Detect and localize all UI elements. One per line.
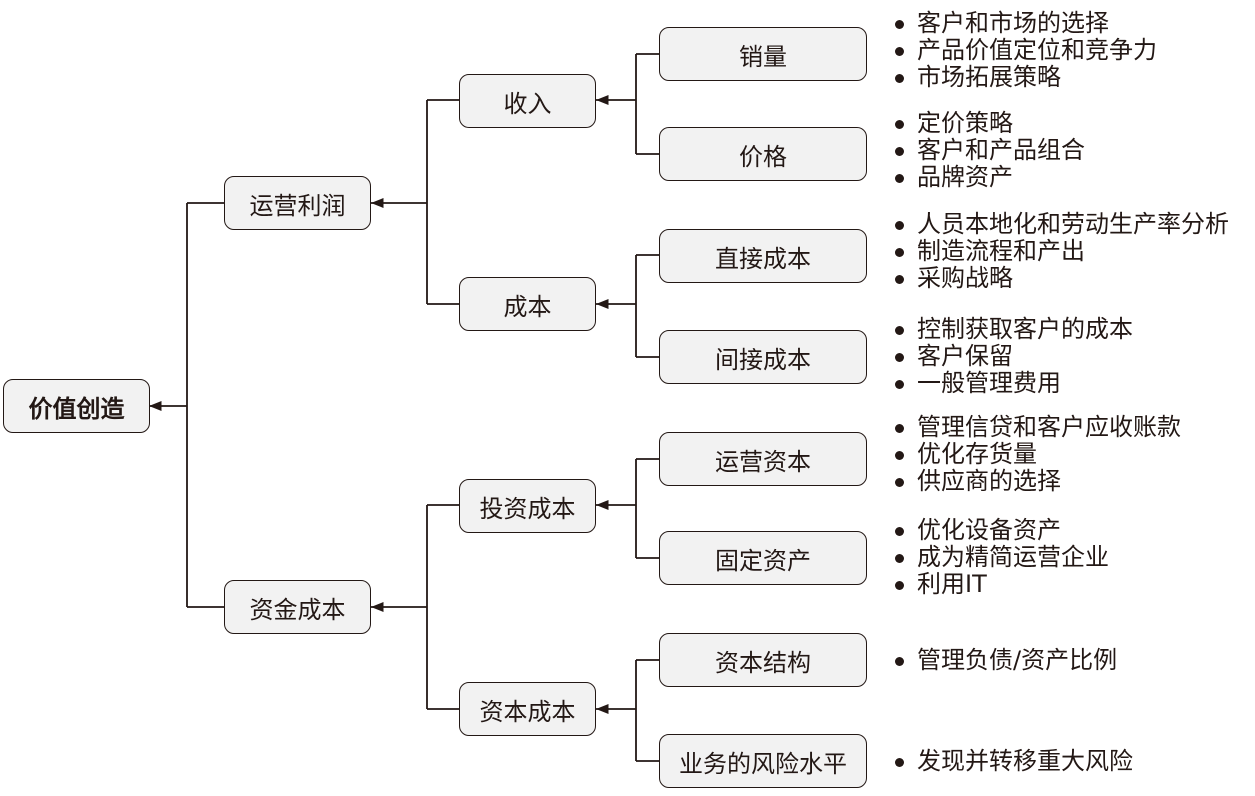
node-operating-profit: 运营利润 xyxy=(224,176,371,230)
bullet-item: 利用IT xyxy=(892,571,1109,598)
node-capital-cost: 资金成本 xyxy=(224,580,371,634)
node-fixed-assets: 固定资产 xyxy=(659,531,867,585)
connector-investment-cost xyxy=(635,458,659,559)
bullet-item: 客户保留 xyxy=(892,343,1133,370)
bullets-working-capital: 管理信贷和客户应收账款 优化存货量 供应商的选择 xyxy=(892,414,1181,495)
node-cost: 成本 xyxy=(459,277,596,331)
bullet-item: 管理负债/资产比例 xyxy=(892,647,1117,674)
connector-revenue xyxy=(635,53,659,155)
node-capital-cost2: 资本成本 xyxy=(459,682,596,736)
node-price: 价格 xyxy=(659,127,867,181)
bullets-sales-volume: 客户和市场的选择 产品价值定位和竞争力 市场拓展策略 xyxy=(892,10,1157,91)
bullet-item: 发现并转移重大风险 xyxy=(892,748,1133,775)
bullet-item: 供应商的选择 xyxy=(892,468,1181,495)
node-capital-structure: 资本结构 xyxy=(659,633,867,687)
node-value-creation: 价值创造 xyxy=(3,379,150,433)
connector-operating-profit xyxy=(426,99,459,305)
bullet-item: 制造流程和产出 xyxy=(892,238,1229,265)
node-working-capital: 运营资本 xyxy=(659,432,867,486)
bullet-item: 优化设备资产 xyxy=(892,517,1109,544)
bullet-item: 成为精简运营企业 xyxy=(892,544,1109,571)
node-investment-cost: 投资成本 xyxy=(459,479,596,533)
bullets-business-risk: 发现并转移重大风险 xyxy=(892,748,1133,775)
node-direct-cost: 直接成本 xyxy=(659,229,867,283)
bullets-fixed-assets: 优化设备资产 成为精简运营企业 利用IT xyxy=(892,517,1109,598)
bullet-item: 市场拓展策略 xyxy=(892,64,1157,91)
node-revenue: 收入 xyxy=(459,74,596,128)
connector-capital-cost2 xyxy=(635,659,659,762)
bullet-item: 产品价值定位和竞争力 xyxy=(892,37,1157,64)
connector-capital-cost xyxy=(426,504,459,710)
bullets-price: 定价策略 客户和产品组合 品牌资产 xyxy=(892,110,1085,191)
bullet-item: 一般管理费用 xyxy=(892,370,1133,397)
bullet-item: 优化存货量 xyxy=(892,441,1181,468)
connector-root xyxy=(186,202,224,608)
bullets-indirect-cost: 控制获取客户的成本 客户保留 一般管理费用 xyxy=(892,316,1133,397)
bullet-item: 采购战略 xyxy=(892,265,1229,292)
bullets-direct-cost: 人员本地化和劳动生产率分析 制造流程和产出 采购战略 xyxy=(892,211,1229,292)
bullet-item: 人员本地化和劳动生产率分析 xyxy=(892,211,1229,238)
bullet-item: 定价策略 xyxy=(892,110,1085,137)
bullet-item: 品牌资产 xyxy=(892,164,1085,191)
connector-cost xyxy=(635,254,659,358)
bullets-capital-structure: 管理负债/资产比例 xyxy=(892,647,1117,674)
bullet-item: 控制获取客户的成本 xyxy=(892,316,1133,343)
node-business-risk: 业务的风险水平 xyxy=(659,734,867,788)
bullet-item: 客户和市场的选择 xyxy=(892,10,1157,37)
bullet-item: 客户和产品组合 xyxy=(892,137,1085,164)
node-indirect-cost: 间接成本 xyxy=(659,330,867,384)
bullet-item: 管理信贷和客户应收账款 xyxy=(892,414,1181,441)
node-sales-volume: 销量 xyxy=(659,27,867,81)
